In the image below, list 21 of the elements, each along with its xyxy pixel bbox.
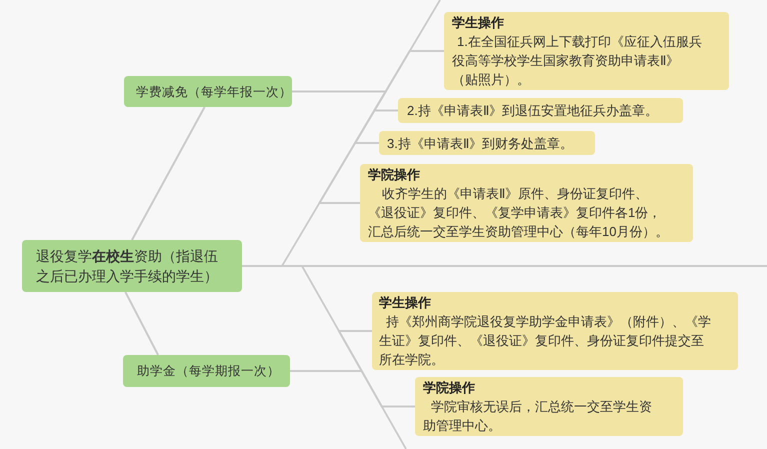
connector-line [131, 106, 206, 240]
connector-line [124, 292, 159, 356]
note-text: 收齐学生的《申请表Ⅱ》原件、身份证复印件、《退役证》复印件、《复学申请表》复印件各1份，汇总后统一交至学生资助管理中心（每年10月份）。 [368, 185, 670, 241]
note-text: 学院审核无误后，汇总统一交至学生资助管理中心。 [423, 398, 653, 435]
note-box [415, 377, 683, 436]
note-text: 持《郑州商学院退役复学助学金申请表》（附件）、《学生证》复印件、《退役证》复印件、身份证复印件提交至所在学院。 [379, 313, 712, 369]
spine-line [242, 265, 767, 267]
note-box [360, 164, 693, 242]
topic-box: 退役复学在校生资助（指退伍之后已办理入学手续的学生） [22, 240, 242, 292]
note-box: 2.持《申请表Ⅱ》到退伍安置地征兵办盖章。 [398, 98, 683, 123]
branch-box: 学费减免（每学年报一次） [124, 76, 292, 107]
note-box [444, 12, 729, 90]
note-text: 1.在全国征兵网上下载打印《应征入伍服兵役高等学校学生国家教育资助申请表Ⅱ》（贴照片）。 [452, 33, 703, 89]
note-heading: 学生操作 [452, 14, 505, 32]
note-heading: 学生操作 [379, 294, 432, 312]
note-heading: 学院操作 [368, 166, 421, 184]
note-box [372, 292, 738, 370]
branch-box: 助学金（每学期报一次） [123, 355, 290, 387]
note-box: 3.持《申请表Ⅱ》到财务处盖章。 [379, 131, 595, 155]
connector-line [292, 90, 387, 204]
note-heading: 学院操作 [423, 379, 476, 397]
